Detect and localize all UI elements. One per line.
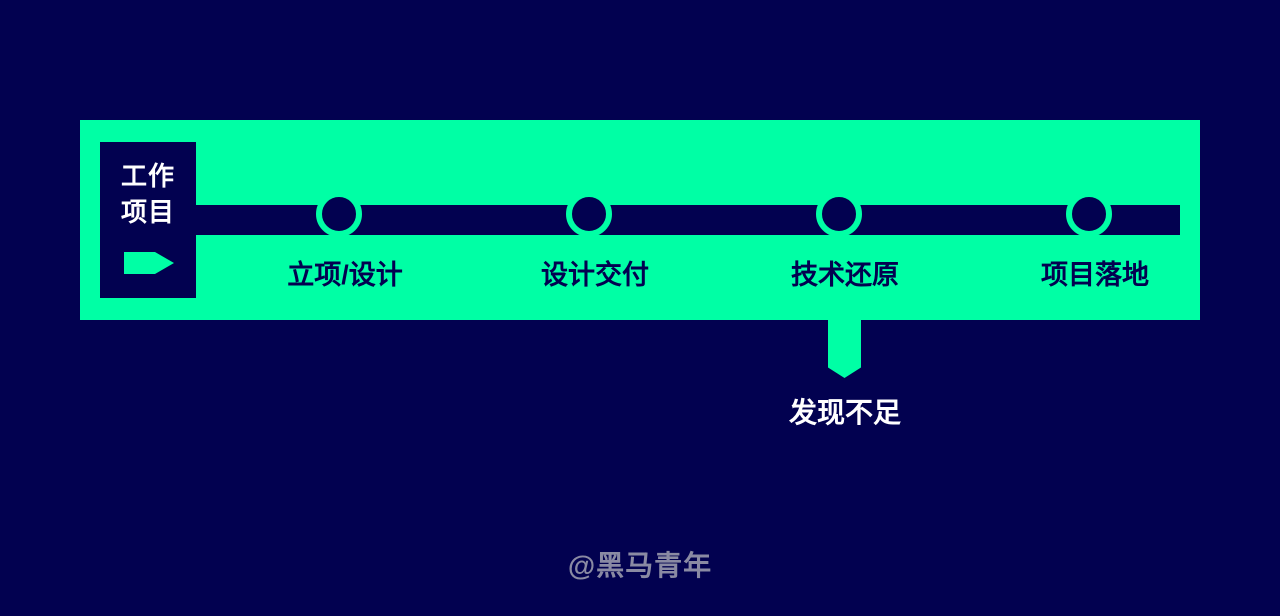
work-project-legend-box: 工作 项目 (100, 142, 196, 298)
timeline-banner: 工作 项目 立项/设计 设计交付 技术还原 项目落地 (80, 120, 1200, 320)
watermark-text: @黑马青年 (567, 550, 713, 581)
legend-title-line2: 项目 (120, 197, 175, 227)
timeline-node-1 (316, 191, 362, 237)
timeline-node-2 (566, 191, 612, 237)
timeline-node-4 (1066, 191, 1112, 237)
legend-title-line1: 工作 (120, 161, 175, 191)
timeline-node-3 (816, 191, 862, 237)
callout-label: 发现不足 (788, 397, 901, 428)
legend-title: 工作 项目 (100, 142, 196, 230)
stage-label-1: 立项/设计 (287, 260, 403, 290)
down-arrow-icon (828, 320, 861, 378)
stage-label-4: 项目落地 (1041, 260, 1149, 290)
stage-label-2: 设计交付 (541, 260, 649, 290)
stage-label-3: 技术还原 (791, 260, 899, 290)
right-arrow-icon (124, 252, 174, 274)
